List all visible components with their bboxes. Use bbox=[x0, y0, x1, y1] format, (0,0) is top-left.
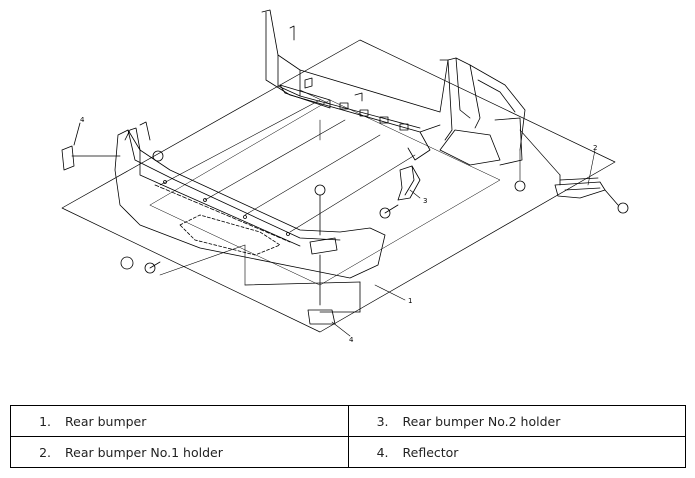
holder-no2-shape bbox=[397, 165, 421, 201]
legend-row: 1. Rear bumper 3. Rear bumper No.2 holder bbox=[10, 405, 686, 437]
legend-row: 2. Rear bumper No.1 holder 4. Reflector bbox=[10, 436, 686, 468]
reflector-left-shape bbox=[61, 122, 121, 171]
callout-rear-bumper: 1 bbox=[408, 297, 412, 305]
vehicle-body-frame bbox=[261, 9, 526, 166]
ground-plane bbox=[61, 39, 616, 333]
reflector-bottom-shape bbox=[244, 237, 361, 325]
holder-no1-shape bbox=[554, 174, 619, 206]
callout-reflector-left: 4 bbox=[80, 116, 85, 124]
legend-cell: 3. Rear bumper No.2 holder bbox=[347, 405, 686, 437]
parts-legend-table: 1.Rear bumper 3.Rear bumper No.2 holder … bbox=[10, 405, 686, 468]
callout-reflector-bottom: 4 bbox=[349, 336, 354, 344]
callout-holder-no2: 3 bbox=[423, 197, 427, 205]
ground-plane-inner bbox=[149, 99, 501, 286]
legend-cell: 2. Rear bumper No.1 holder bbox=[10, 436, 349, 468]
legend-label: Rear bumper No.1 holder bbox=[65, 444, 223, 460]
rear-bumper-shape bbox=[114, 121, 386, 279]
legend-number: 2. bbox=[39, 444, 51, 460]
legend-number: 1. bbox=[39, 413, 51, 429]
legend-cell: 4. Reflector bbox=[347, 436, 686, 468]
legend-label: Rear bumper No.2 holder bbox=[402, 413, 561, 429]
legend-number: 3. bbox=[376, 413, 389, 429]
legend-label: Reflector bbox=[402, 444, 459, 460]
legend-number: 4. bbox=[376, 444, 389, 460]
legend-label: Rear bumper bbox=[65, 413, 147, 429]
callout-holder-no1: 2 bbox=[593, 144, 597, 152]
guide-lines bbox=[159, 89, 561, 286]
fasteners bbox=[120, 150, 629, 274]
exploded-diagram: 4 2 3 1 4 bbox=[61, 9, 629, 344]
legend-cell: 1. Rear bumper bbox=[10, 405, 349, 437]
leader-lines bbox=[331, 149, 596, 337]
